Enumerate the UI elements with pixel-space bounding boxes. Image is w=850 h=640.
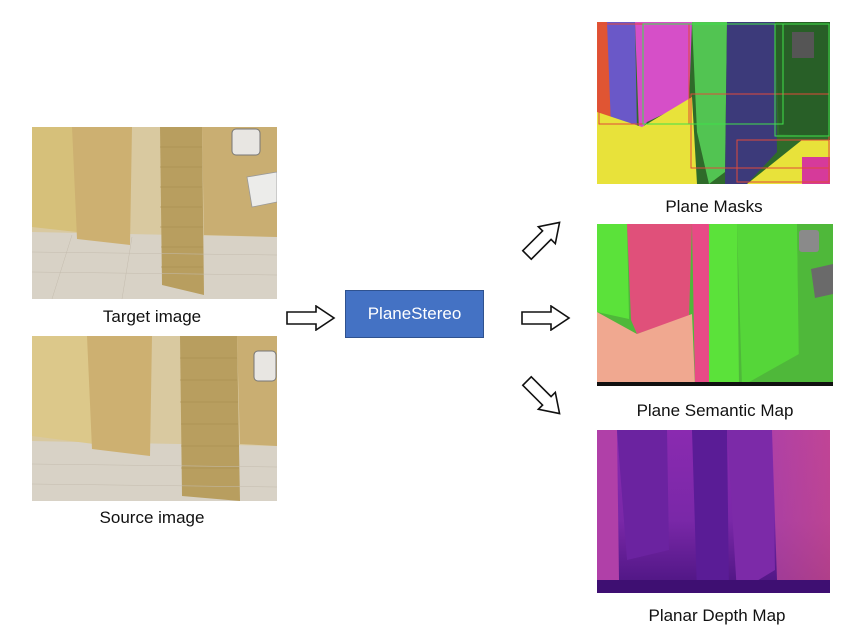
plane-semantic-map-image: [597, 224, 833, 386]
planestereo-label: PlaneStereo: [367, 304, 462, 323]
arrow-to-depth: [521, 375, 561, 415]
source-image: [32, 336, 277, 501]
planar-depth-map-image: [597, 430, 830, 593]
plane-semantic-map-label: Plane Semantic Map: [636, 401, 794, 420]
planestereo-box: PlaneStereo: [345, 290, 484, 338]
plane-masks-label: Plane Masks: [665, 197, 763, 216]
planar-depth-map-label: Planar Depth Map: [648, 606, 786, 625]
source-image-label: Source image: [99, 508, 205, 527]
plane-masks-image: [597, 22, 830, 184]
input-arrow: [286, 305, 336, 331]
arrow-to-masks: [521, 221, 561, 261]
target-image-label: Target image: [102, 307, 202, 326]
arrow-to-semantic: [521, 305, 571, 331]
target-image: [32, 127, 277, 299]
